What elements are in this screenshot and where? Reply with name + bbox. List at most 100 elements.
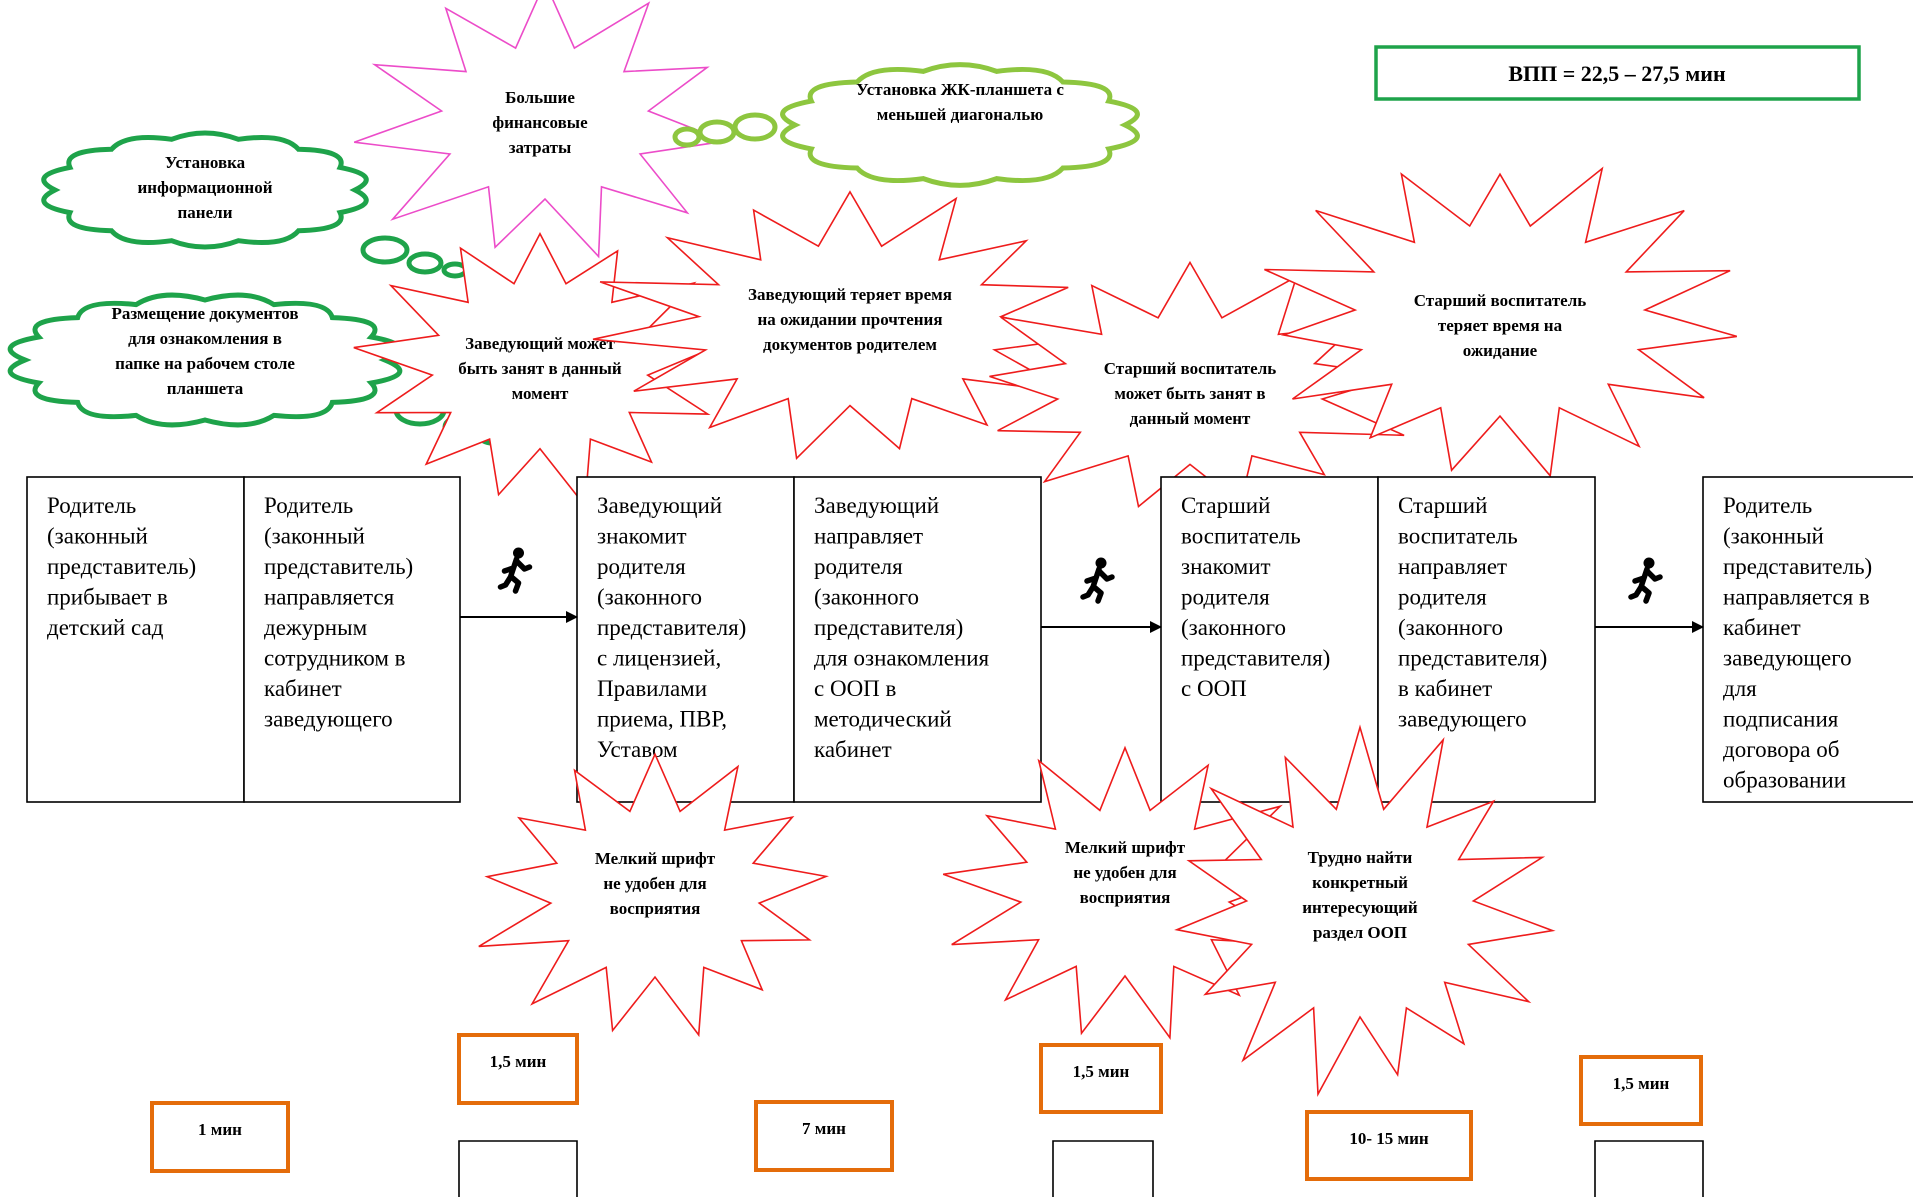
step-text-line: в кабинет (1398, 676, 1492, 701)
time-box-frame (1579, 1055, 1703, 1126)
step-text-line: знакомит (597, 524, 687, 549)
wait-box (458, 1140, 578, 1197)
problem-label-line: теряет время на (1438, 316, 1563, 335)
step-text-line: направляет (1398, 554, 1507, 579)
problem-label-line: момент (512, 384, 569, 403)
vpp-box (1374, 45, 1861, 101)
step-text-line: воспитатель (1398, 524, 1518, 549)
problem-label-line: конкретный (1312, 873, 1408, 892)
step-text-line: направляется в (1723, 585, 1870, 610)
solution-label-line: Размещение документов (111, 304, 298, 323)
step-text-line: представителя) (597, 615, 746, 640)
step-text-line: (законный (47, 524, 148, 549)
star-shape (478, 752, 829, 1038)
step-text-line: кабинет (814, 737, 892, 762)
step-text-line: подписания (1723, 707, 1839, 732)
solution-label-line: планшета (167, 379, 244, 398)
step-text-line: договора об (1723, 737, 1839, 762)
step-text-line: методический (814, 707, 952, 732)
time-box-frame (457, 1033, 579, 1105)
step-text-line: Заведующий (597, 493, 722, 518)
finance-label-line: затраты (509, 138, 572, 157)
step-text-line: с ООП (1181, 676, 1247, 701)
step-text-line: детский сад (47, 615, 164, 640)
cloud-tail-bubble (697, 119, 737, 145)
time-box: 1 мин (150, 1101, 290, 1173)
step-text-line: с лицензией, (597, 646, 721, 671)
vpp-label: ВПП = 22,5 – 27,5 мин (1508, 61, 1726, 86)
problem-label-line: Заведующий может (465, 334, 615, 353)
solution-label-line: папке на рабочем столе (115, 354, 295, 373)
step-text-line: (законного (814, 585, 919, 610)
walking-person-icon (1628, 557, 1663, 604)
solution-label-line: Установка (165, 153, 246, 172)
step-text-line: для (1723, 676, 1757, 701)
problem-label: Старший воспитатель теряет время на ожидан… (1414, 291, 1587, 360)
step-text-line: Правилами (597, 676, 707, 701)
step-text-line: (законного (597, 585, 702, 610)
problem-label-line: Мелкий шрифт (1065, 838, 1186, 857)
walking-person-icon (1080, 557, 1115, 604)
step-box (1377, 476, 1596, 803)
step-text-line: (законный (1723, 524, 1824, 549)
star-shape (592, 190, 1084, 460)
cloud-tail-bubble (406, 251, 444, 275)
star-shape (1264, 166, 1738, 478)
step-text-line: для ознакомления (814, 646, 990, 671)
step-text-line: направляет (814, 524, 923, 549)
cloud-tail-bubble (360, 235, 410, 265)
problem-label-line: раздел ООП (1313, 923, 1407, 942)
time-box-frame (1305, 1110, 1473, 1181)
time-label: 7 мин (802, 1119, 846, 1138)
problem-label-line: восприятия (610, 899, 701, 918)
time-label: 10- 15 мин (1349, 1129, 1429, 1148)
problem-star-top: Старший воспитатель теряет время на ожидан… (1264, 166, 1738, 478)
time-box-frame (150, 1101, 290, 1173)
step-text-line: заведующего (1398, 707, 1527, 732)
step-text-line: направляется (264, 585, 395, 610)
time-box: 1,5 мин (1039, 1043, 1163, 1114)
step-text-line: Уставом (597, 737, 678, 762)
step-box (243, 476, 461, 803)
step-text-line: представителя) (1398, 646, 1547, 671)
problem-label-line: Мелкий шрифт (595, 849, 716, 868)
problem-label-line: ожидание (1463, 341, 1538, 360)
solution-label-line: для ознакомления в (128, 329, 282, 348)
step-box (1160, 476, 1379, 803)
step-text-line: образовании (1723, 768, 1846, 793)
step-text-line: Родитель (264, 493, 353, 518)
cloud-tail-bubble (732, 112, 778, 142)
step-text-line: сотрудником в (264, 646, 406, 671)
problem-label-line: не удобен для (1073, 863, 1176, 882)
step-text-line: (законного (1398, 615, 1503, 640)
step-text-line: прибывает в (47, 585, 168, 610)
cloud-tail-bubble (672, 126, 702, 148)
step-text-line: приема, ПВР, (597, 707, 727, 732)
wait-box (1052, 1140, 1154, 1197)
problem-label-line: Старший воспитатель (1414, 291, 1587, 310)
step-text-line: представителя) (814, 615, 963, 640)
step-box (1702, 476, 1913, 803)
finance-label-line: финансовые (492, 113, 588, 132)
step-text-line: представитель) (264, 554, 413, 579)
